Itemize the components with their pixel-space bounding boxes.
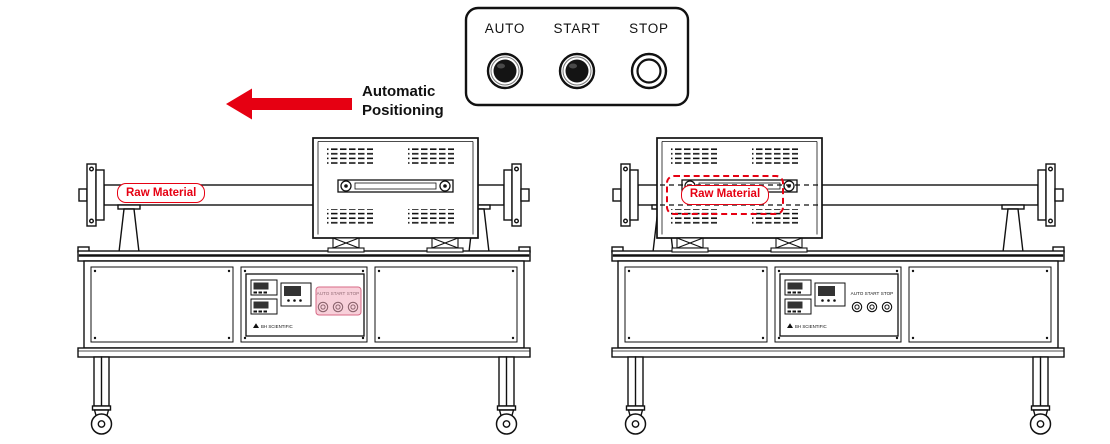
auto-button: AUTO	[485, 21, 525, 90]
positioning-arrow-icon	[226, 88, 352, 120]
stop-button-label: STOP	[629, 21, 669, 36]
auto-button-label: AUTO	[485, 21, 525, 36]
raw-material-label-left: Raw Material	[117, 183, 206, 204]
annotation-line-1: Automatic	[362, 83, 435, 100]
raw-material-dashed-outline: Raw Material	[666, 175, 784, 215]
raw-material-label-right: Raw Material	[680, 184, 770, 206]
start-button: START	[553, 21, 600, 90]
panel-buttons-highlight	[315, 286, 362, 316]
control-callout-panel: AUTO START STOP	[464, 6, 690, 107]
start-button-label: START	[553, 21, 600, 36]
stop-button: STOP	[629, 21, 669, 90]
annotation-line-2: Positioning	[362, 102, 444, 119]
annotation-text: Automatic Positioning	[362, 83, 444, 119]
left-machine-furnace	[312, 137, 479, 253]
